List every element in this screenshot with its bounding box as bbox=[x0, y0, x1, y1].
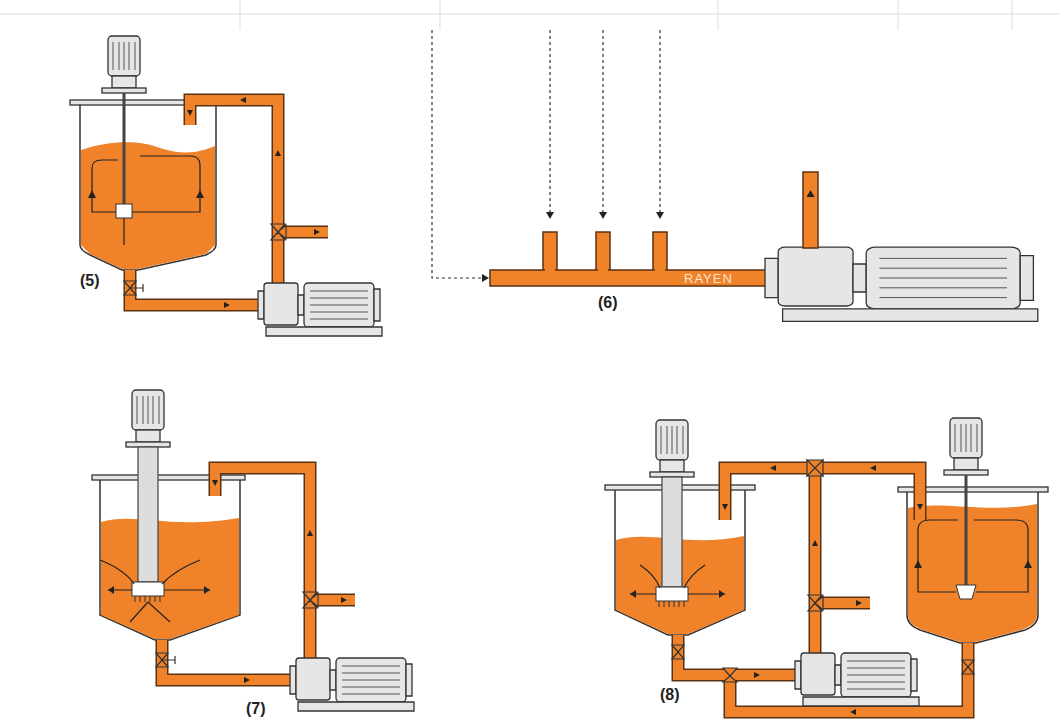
callout-number: (5) bbox=[80, 272, 100, 289]
callout-number: (8) bbox=[660, 686, 680, 703]
callout-number-box: (8) bbox=[660, 686, 680, 704]
callout-number: (6) bbox=[598, 294, 618, 311]
watermark-box: RAYEN bbox=[684, 271, 733, 286]
callout-number-box: (5) bbox=[80, 272, 100, 290]
callout-number-box: (6) bbox=[598, 294, 618, 312]
callout-number: (7) bbox=[246, 700, 266, 717]
callout-number-box: (7) bbox=[246, 700, 266, 718]
watermark: RAYEN bbox=[684, 271, 733, 286]
